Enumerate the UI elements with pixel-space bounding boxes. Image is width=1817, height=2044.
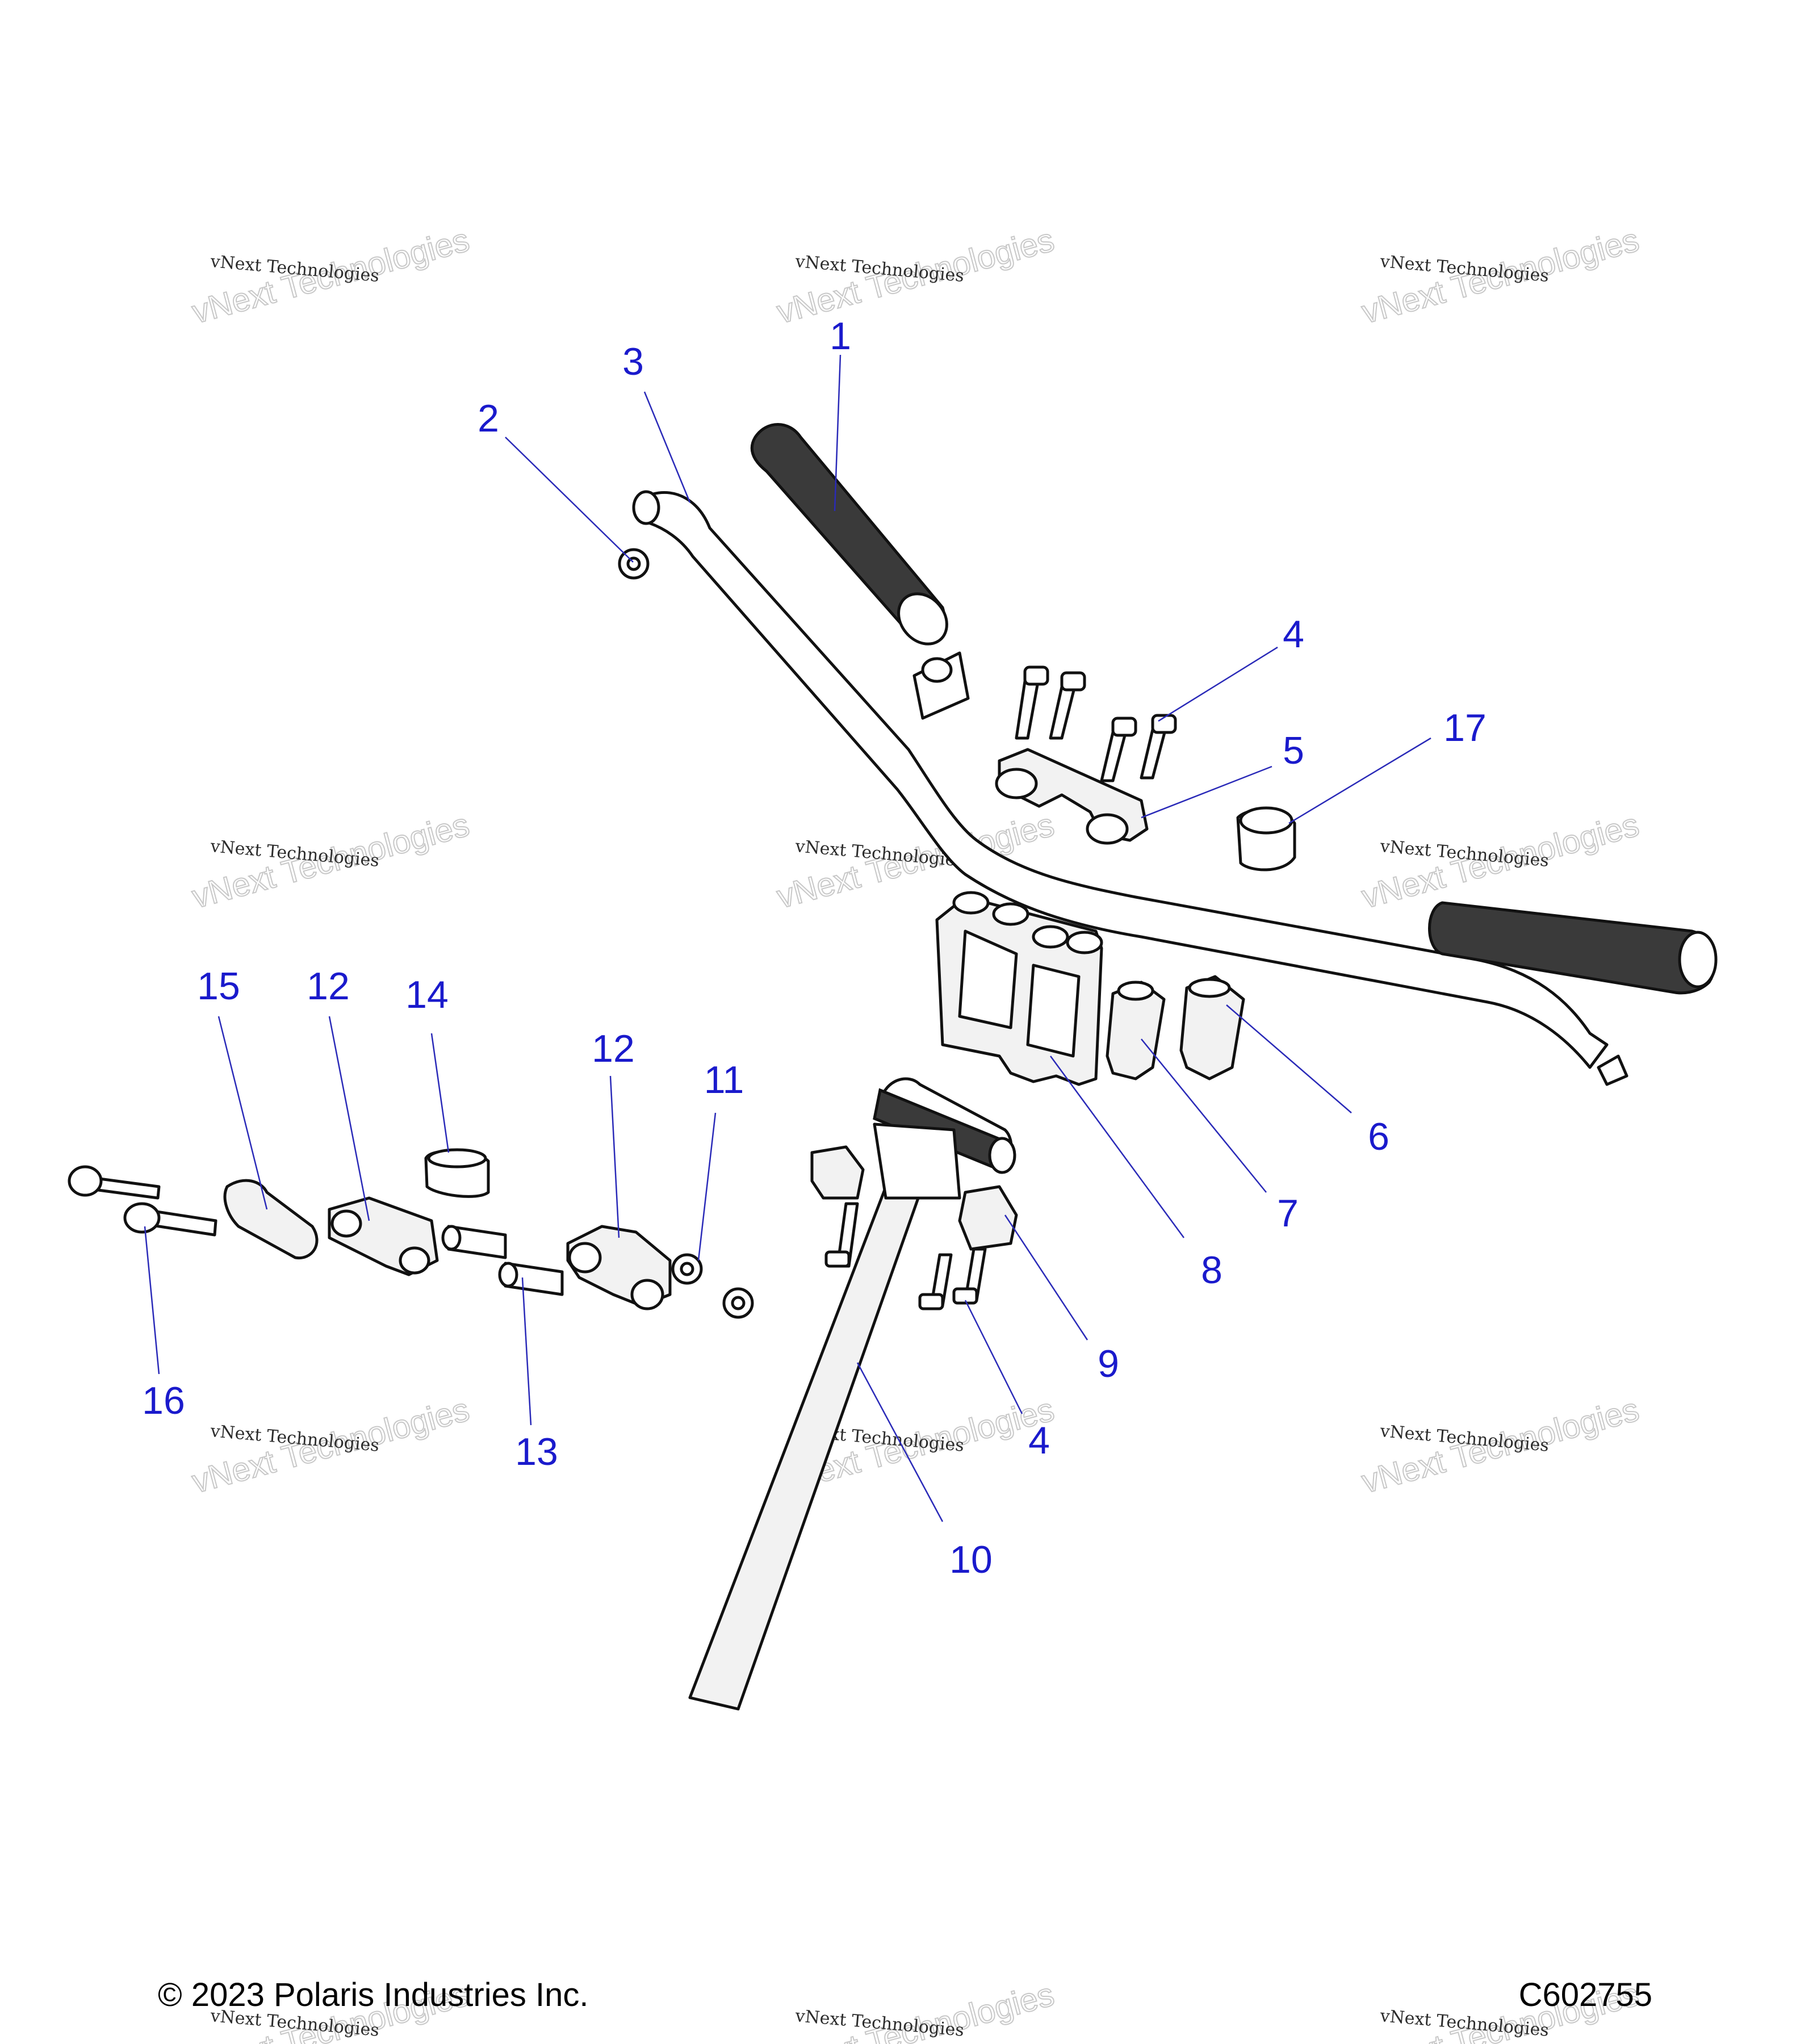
leader-2 [505,437,634,563]
callout-4-bottom: 4 [1028,1419,1050,1462]
callout-5: 5 [1283,729,1304,772]
callout-2: 2 [478,397,499,440]
top-bolts-part [1015,665,1177,782]
leader-10 [856,1362,944,1522]
riser-bushing-6-part [1179,975,1245,1080]
leader-4a [1158,646,1278,722]
callout-4-top: 4 [1283,613,1304,656]
callout-17: 17 [1443,706,1487,749]
callout-8: 8 [1201,1249,1223,1292]
callout-9: 9 [1098,1342,1119,1385]
throttle-ring-part [1236,806,1296,872]
riser-block-part [935,891,1103,1086]
callout-12-left: 12 [307,965,350,1008]
handlebar-part [632,490,1609,1069]
leader-11 [697,1112,717,1261]
callout-1: 1 [830,315,851,358]
drawing-code: C602755 [1518,1976,1652,2013]
leader-13 [521,1277,532,1426]
left-grip-part [750,423,948,646]
leader-17 [1288,737,1431,824]
lower-clamp-part [810,1145,1018,1310]
riser-bushing-7-part [1106,981,1166,1080]
callout-12-right: 12 [592,1027,635,1070]
callout-3: 3 [622,340,644,383]
upper-clamp-part [995,748,1149,845]
mount-hardware-part [68,1148,754,1319]
callout-11: 11 [704,1058,744,1101]
leader-1 [834,354,841,512]
callout-13: 13 [515,1430,558,1473]
callout-15: 15 [197,965,240,1008]
leader-7 [1141,1038,1267,1193]
leader-14 [430,1033,450,1153]
leader-8 [1049,1055,1185,1238]
copyright-text: © 2023 Polaris Industries Inc. [158,1976,589,2013]
steering-post-part [688,1077,1016,1711]
leader-12b [609,1075,620,1238]
right-grip-part [1428,901,1718,995]
callout-7: 7 [1277,1192,1299,1235]
leader-12a [328,1016,370,1221]
leader-4b [964,1300,1023,1414]
leader-15 [217,1016,268,1210]
callout-6: 6 [1368,1115,1389,1158]
leader-3 [643,391,691,503]
callout-10: 10 [949,1538,993,1581]
leader-16 [144,1226,160,1375]
leader-lines [144,354,1431,1522]
callout-14: 14 [405,973,449,1016]
leader-6 [1226,1004,1352,1113]
callout-16: 16 [142,1379,185,1422]
leader-9 [1004,1214,1088,1341]
grip-ring-part [912,651,970,720]
callout-labels: 1 2 3 4 5 17 15 12 14 12 11 6 7 8 9 4 16… [142,315,1487,1581]
leader-5 [1141,765,1272,819]
